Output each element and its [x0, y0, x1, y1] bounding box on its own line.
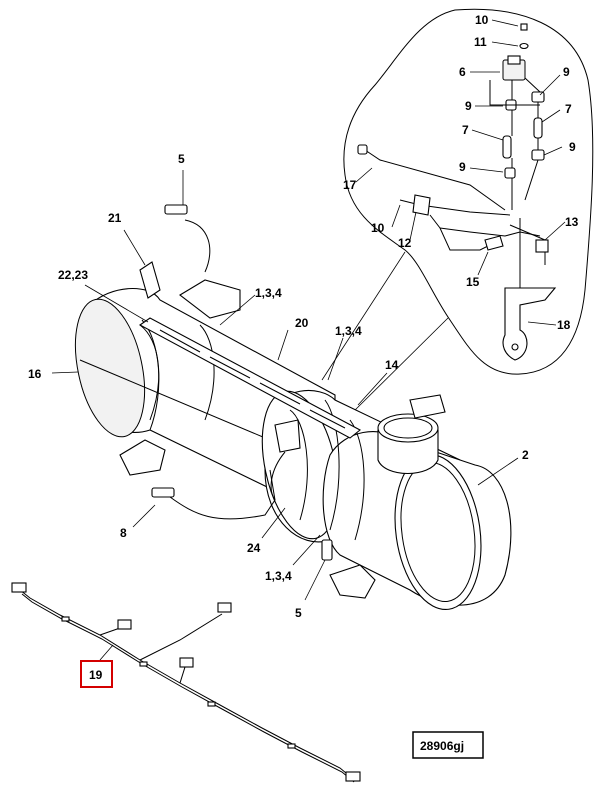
detail-callout-7-a: 7 — [565, 102, 572, 116]
detail-callout-10-b: 10 — [371, 221, 385, 235]
dpf-assembly — [74, 204, 512, 611]
callout-16: 16 — [28, 367, 42, 381]
detail-callout-12: 12 — [398, 236, 412, 250]
detail-callout-9-a: 9 — [563, 65, 570, 79]
callout-labels: 5 21 22,23 1,3,4 20 16 1,3,4 14 2 8 24 1… — [28, 13, 579, 620]
reference-id-box: 28906gj — [412, 731, 484, 759]
detail-callout-11: 11 — [474, 35, 487, 49]
detail-callout-17: 17 — [343, 178, 357, 192]
callout-5-bottom: 5 — [295, 606, 302, 620]
wire-harness — [11, 582, 361, 783]
reference-id: 28906gj — [420, 739, 464, 753]
detail-leader-right — [349, 317, 449, 416]
callout-21: 21 — [108, 211, 122, 225]
callout-24: 24 — [247, 541, 261, 555]
highlight-box — [80, 660, 113, 688]
callout-5-top: 5 — [178, 152, 185, 166]
detail-callout-6: 6 — [459, 65, 466, 79]
callout-20: 20 — [295, 316, 309, 330]
callout-19: 19 — [89, 668, 103, 682]
detail-callout-15: 15 — [466, 275, 480, 289]
callout-1-3-4-b: 1,3,4 — [335, 324, 362, 338]
callout-1-3-4-a: 1,3,4 — [255, 286, 282, 300]
callout-1-3-4-c: 1,3,4 — [265, 569, 292, 583]
callout-2: 2 — [522, 448, 529, 462]
detail-callout-7-b: 7 — [462, 123, 469, 137]
detail-bubble — [321, 8, 594, 416]
detail-callout-18: 18 — [557, 318, 571, 332]
detail-sensor-assembly — [357, 23, 557, 361]
detail-callout-9-c: 9 — [569, 140, 576, 154]
detail-callout-13: 13 — [565, 215, 579, 229]
callout-14: 14 — [385, 358, 399, 372]
detail-callout-9-b: 9 — [465, 99, 472, 113]
detail-callout-9-d: 9 — [459, 160, 466, 174]
detail-callout-10-a: 10 — [475, 13, 489, 27]
highlighted-callout-19[interactable]: 19 — [80, 660, 113, 688]
callout-8: 8 — [120, 526, 127, 540]
leader-lines — [51, 19, 566, 661]
callout-22-23: 22,23 — [58, 268, 88, 282]
